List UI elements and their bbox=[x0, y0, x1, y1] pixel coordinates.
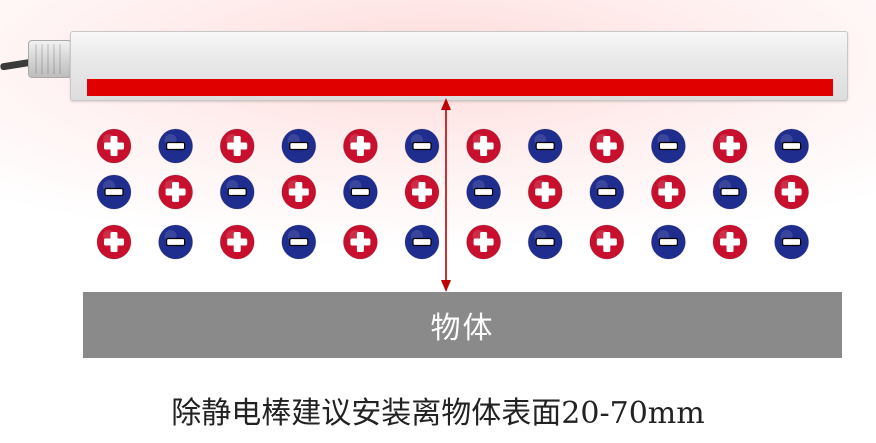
installation-caption: 除静电棒建议安装离物体表面20-70mm bbox=[171, 396, 705, 431]
positive-ion-icon bbox=[342, 224, 378, 260]
positive-ion-icon bbox=[712, 128, 748, 164]
positive-ion-icon bbox=[466, 128, 502, 164]
positive-ion-icon bbox=[466, 224, 502, 260]
positive-ion-icon bbox=[527, 174, 563, 210]
negative-ion-icon bbox=[712, 174, 748, 210]
positive-ion-icon bbox=[404, 174, 440, 210]
negative-ion-icon bbox=[589, 174, 625, 210]
positive-ion-icon bbox=[589, 128, 625, 164]
positive-ion-icon bbox=[96, 224, 132, 260]
positive-ion-icon bbox=[650, 174, 686, 210]
negative-ion-icon bbox=[342, 174, 378, 210]
negative-ion-icon bbox=[527, 128, 563, 164]
negative-ion-icon bbox=[650, 128, 686, 164]
positive-ion-icon bbox=[158, 174, 194, 210]
negative-ion-icon bbox=[404, 128, 440, 164]
negative-ion-icon bbox=[158, 128, 194, 164]
object-surface: 物体 bbox=[83, 292, 842, 358]
positive-ion-icon bbox=[589, 224, 625, 260]
positive-ion-icon bbox=[219, 224, 255, 260]
negative-ion-icon bbox=[281, 128, 317, 164]
negative-ion-icon bbox=[774, 128, 810, 164]
negative-ion-icon bbox=[281, 224, 317, 260]
negative-ion-icon bbox=[219, 174, 255, 210]
positive-ion-icon bbox=[774, 174, 810, 210]
negative-ion-icon bbox=[527, 224, 563, 260]
negative-ion-icon bbox=[96, 174, 132, 210]
negative-ion-icon bbox=[774, 224, 810, 260]
emitter-strip bbox=[87, 79, 833, 96]
positive-ion-icon bbox=[96, 128, 132, 164]
positive-ion-icon bbox=[342, 128, 378, 164]
positive-ion-icon bbox=[712, 224, 748, 260]
positive-ion-icon bbox=[219, 128, 255, 164]
negative-ion-icon bbox=[404, 224, 440, 260]
cable-connector bbox=[28, 40, 72, 78]
negative-ion-icon bbox=[158, 224, 194, 260]
positive-ion-icon bbox=[281, 174, 317, 210]
object-label: 物体 bbox=[430, 311, 495, 346]
negative-ion-icon bbox=[466, 174, 502, 210]
negative-ion-icon bbox=[650, 224, 686, 260]
